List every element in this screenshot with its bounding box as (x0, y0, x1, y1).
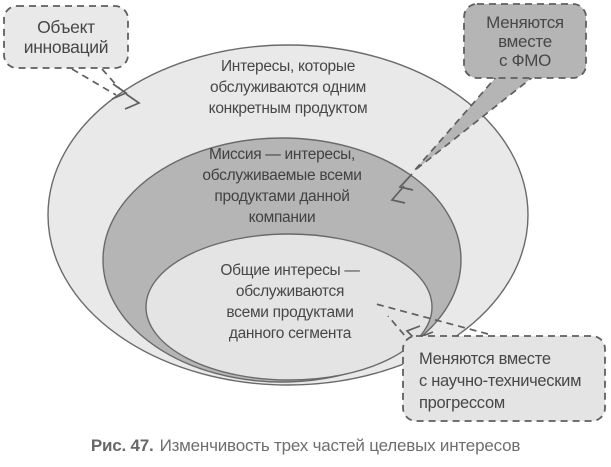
figure-caption-number: Рис. 47. (90, 436, 154, 455)
middle-ellipse-label: Миссия — интересы, обслуживаемые всеми п… (202, 146, 362, 226)
outer-ellipse-label: Интересы, которые обслуживаются одним ко… (208, 58, 368, 117)
inner-ellipse (145, 233, 433, 381)
object-innovation-callout-label: Объект инноваций (23, 17, 109, 57)
inner-ellipse-label: Общие интересы — обслуживаются всеми про… (220, 262, 360, 342)
object-innovation-callout-box (3, 5, 129, 69)
figure-caption: Рис. 47. Изменчивость трех частей целевых… (0, 436, 611, 456)
fmo-callout-box (463, 3, 587, 79)
object-innovation-tail-arrow (71, 68, 141, 110)
progress-callout-box (402, 335, 606, 422)
progress-callout-label: Меняются вместе с научно-техническим про… (419, 350, 582, 412)
fmo-callout-label: Меняются вместе с ФМО (486, 12, 564, 70)
figure-caption-text: Изменчивость трех частей целевых интерес… (159, 436, 521, 455)
